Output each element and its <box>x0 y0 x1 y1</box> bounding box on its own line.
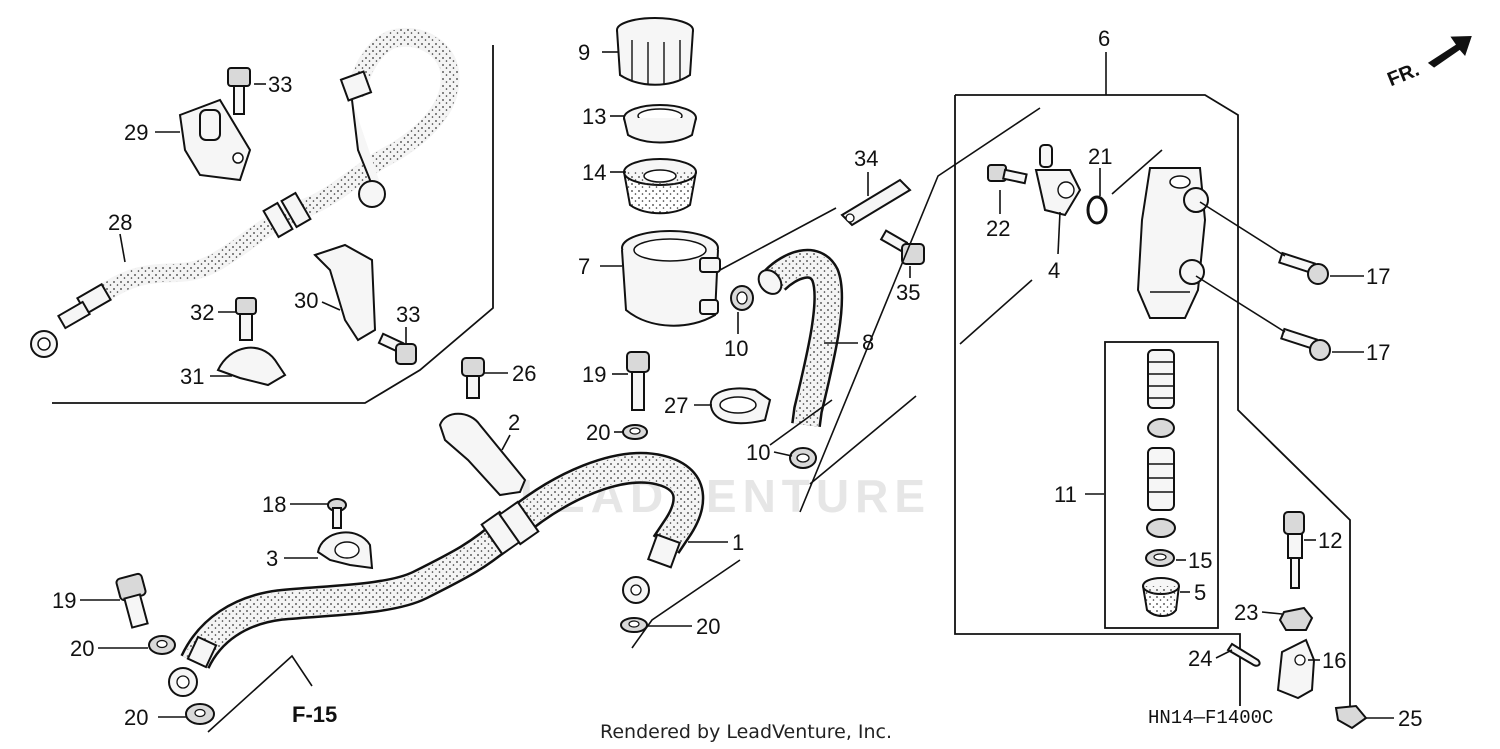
bolt-17-upper[interactable] <box>1278 251 1329 285</box>
washer-20-left-upper[interactable] <box>148 635 176 655</box>
callout-31: 31 <box>180 364 204 389</box>
bolt-19-middle[interactable] <box>626 351 650 411</box>
front-direction-arrow: FR. <box>1384 35 1472 91</box>
boot-5[interactable] <box>1142 577 1180 617</box>
clamp-3[interactable] <box>316 531 374 570</box>
callout-17-upper: 17 <box>1366 264 1390 289</box>
callout-3: 3 <box>266 546 278 571</box>
diagram-code: HN14—F1400C <box>1148 707 1273 729</box>
screw-18[interactable] <box>327 498 347 529</box>
spring-upper <box>1147 349 1175 409</box>
cotter-pin-24[interactable] <box>1226 642 1261 667</box>
callout-20-left-lower: 20 <box>124 705 148 730</box>
bolt-22[interactable] <box>987 164 1028 185</box>
piston <box>1147 447 1175 511</box>
callout-26: 26 <box>512 361 536 386</box>
clamp-31[interactable] <box>216 346 287 387</box>
callout-4: 4 <box>1048 258 1060 283</box>
callout-6: 6 <box>1098 26 1110 51</box>
callout-17-lower: 17 <box>1366 340 1390 365</box>
bolt-33-lower[interactable] <box>377 332 417 365</box>
bracket-34[interactable] <box>840 178 912 227</box>
callout-11: 11 <box>1054 482 1077 507</box>
callout-7: 7 <box>578 254 590 279</box>
callout-16: 16 <box>1322 648 1346 673</box>
callout-29: 29 <box>124 120 148 145</box>
callout-5: 5 <box>1194 580 1206 605</box>
front-indicator-label: FR. <box>1384 59 1422 91</box>
callout-2: 2 <box>508 410 520 435</box>
callout-1: 1 <box>732 530 744 555</box>
callout-28: 28 <box>108 210 132 235</box>
master-cylinder-frame <box>954 94 1351 706</box>
callout-33-upper: 33 <box>268 72 292 97</box>
seal-15[interactable] <box>1145 549 1175 567</box>
callout-34: 34 <box>854 146 878 171</box>
bolt-33-upper[interactable] <box>227 67 251 115</box>
bolt-32[interactable] <box>235 297 257 341</box>
piston-kit-11[interactable] <box>1104 341 1219 629</box>
callout-35: 35 <box>896 280 920 305</box>
reservoir-hose-8[interactable] <box>754 248 844 427</box>
callout-19-lower: 19 <box>52 588 76 613</box>
callout-19-middle: 19 <box>582 362 606 387</box>
inset-frame <box>52 45 494 404</box>
callout-9: 9 <box>578 40 590 65</box>
clamp-2[interactable] <box>438 412 527 497</box>
bolt-26[interactable] <box>461 357 485 399</box>
nut-23[interactable] <box>1278 606 1314 631</box>
callout-24: 24 <box>1188 646 1212 671</box>
callout-25: 25 <box>1398 706 1422 731</box>
callout-23: 23 <box>1234 600 1258 625</box>
clamp-27[interactable] <box>709 387 772 425</box>
callout-10-upper: 10 <box>724 336 748 361</box>
diaphragm-14[interactable] <box>623 158 697 215</box>
rendered-by-credit: Rendered by LeadVenture, Inc. <box>600 721 892 743</box>
callout-15: 15 <box>1188 548 1212 573</box>
callout-33-lower: 33 <box>396 302 420 327</box>
callout-18: 18 <box>262 492 286 517</box>
washer-20-right[interactable] <box>620 617 648 633</box>
callout-20-left-upper: 20 <box>70 636 94 661</box>
callout-20-middle: 20 <box>586 420 610 445</box>
push-rod-joint-16[interactable] <box>1276 638 1316 700</box>
clamp-30[interactable] <box>313 243 377 342</box>
reservoir-7[interactable] <box>621 230 721 327</box>
o-ring-21[interactable] <box>1086 195 1108 225</box>
washer-20-middle[interactable] <box>622 424 648 440</box>
bolt-19-lower[interactable] <box>115 572 149 629</box>
pin-25[interactable] <box>1334 704 1368 730</box>
washer-20-left-lower[interactable] <box>185 703 215 725</box>
callout-8: 8 <box>862 330 874 355</box>
callout-27: 27 <box>664 393 688 418</box>
callout-22: 22 <box>986 216 1010 241</box>
clip-10-lower[interactable] <box>789 447 817 469</box>
bolt-17-lower[interactable] <box>1280 327 1331 361</box>
master-cylinder-body[interactable] <box>1136 167 1209 319</box>
bolt-35[interactable] <box>879 229 925 265</box>
brake-hose-28[interactable] <box>30 27 460 358</box>
clip-10-upper[interactable] <box>730 285 754 311</box>
callout-30: 30 <box>294 288 318 313</box>
brake-hose-1[interactable] <box>168 451 705 697</box>
plate-13[interactable] <box>623 104 697 144</box>
section-reference: F-15 <box>292 702 337 727</box>
reservoir-cap-9[interactable] <box>616 17 694 86</box>
joint-fitting-4[interactable] <box>1034 144 1082 217</box>
callout-14: 14 <box>582 160 606 185</box>
push-rod-12[interactable] <box>1283 511 1305 589</box>
callout-32: 32 <box>190 300 214 325</box>
callout-21: 21 <box>1088 144 1112 169</box>
bracket-29[interactable] <box>178 98 252 182</box>
callout-20-right: 20 <box>696 614 720 639</box>
callout-12: 12 <box>1318 528 1342 553</box>
callout-10-lower: 10 <box>746 440 770 465</box>
callout-13: 13 <box>582 104 606 129</box>
